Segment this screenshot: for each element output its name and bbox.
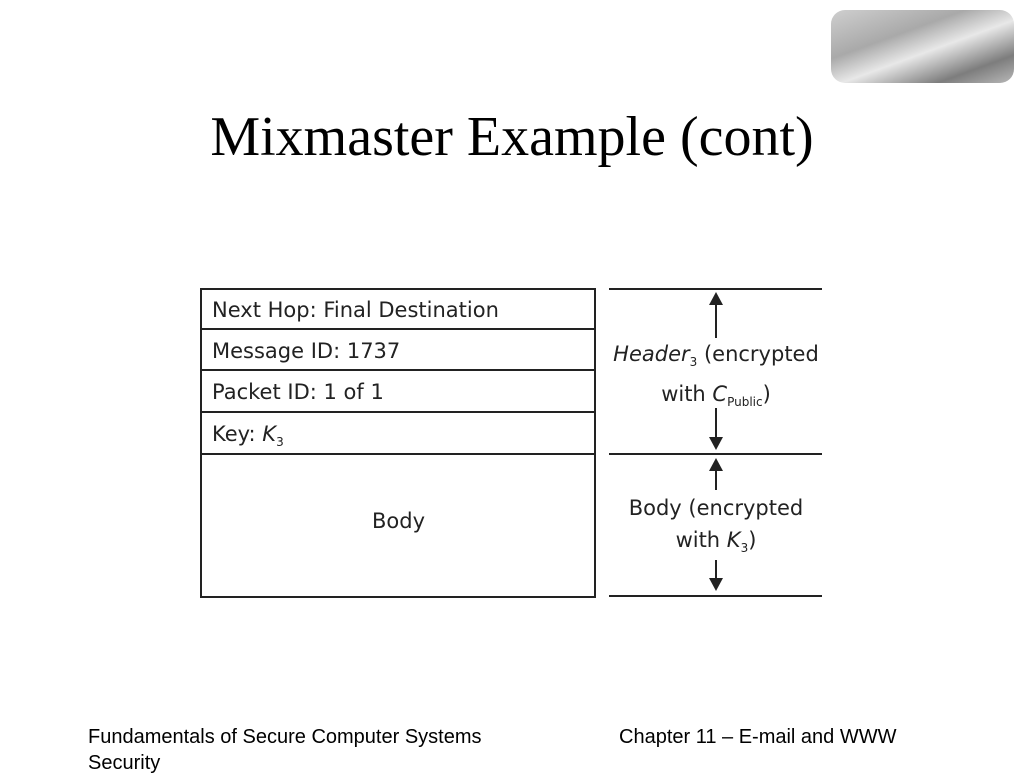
body-annotation: Body (encrypted with K3) [604,492,828,564]
slide-title: Mixmaster Example (cont) [210,106,814,168]
header-annotation-line2-sub: Public [727,395,763,410]
body-annotation-line2-sub: 3 [740,541,749,556]
row-key-var: K [262,422,277,446]
body-annotation-line1: Body (encrypted [628,496,804,520]
body-annotation-line2-prefix: with [675,528,727,552]
row-next-hop: Next Hop: Final Destination [212,298,499,322]
body-down-arrowhead [709,578,723,591]
body-annotation-line2-var: K [726,528,741,552]
header-annotation-rest: (encrypted [697,342,819,366]
row-key: Key: K3 [212,422,284,449]
row-key-prefix: Key: [212,422,263,446]
header-annotation-line2-var: C [712,382,728,407]
body-annotation-line2-suffix: ) [748,528,757,552]
header-annotation-sub: 3 [689,355,698,370]
footer-right: Chapter 11 – E-mail and WWW [619,726,897,748]
header-up-arrowhead [709,292,723,305]
header-annotation-line1: Header3 (encrypted [604,338,828,378]
body-annotation-line2: with K3) [604,524,828,564]
row-body: Body [372,509,426,533]
row-message-id: Message ID: 1737 [212,339,401,363]
decorative-header-image [831,10,1014,83]
header-annotation-line2-prefix: with [661,382,713,407]
header-annotation-line2-suffix: ) [762,382,771,407]
header-annotation-var: Header [613,342,690,366]
row-packet-id: Packet ID: 1 of 1 [212,380,384,404]
row-key-sub: 3 [276,435,284,450]
header-down-arrowhead [709,437,723,450]
packet-box [200,288,596,598]
footer-left: Fundamentals of Secure Computer Systems … [88,726,482,774]
body-up-arrowhead [709,458,723,471]
header-annotation: Header3 (encrypted with CPublic) [604,338,828,418]
header-annotation-line2: with CPublic) [604,378,828,418]
